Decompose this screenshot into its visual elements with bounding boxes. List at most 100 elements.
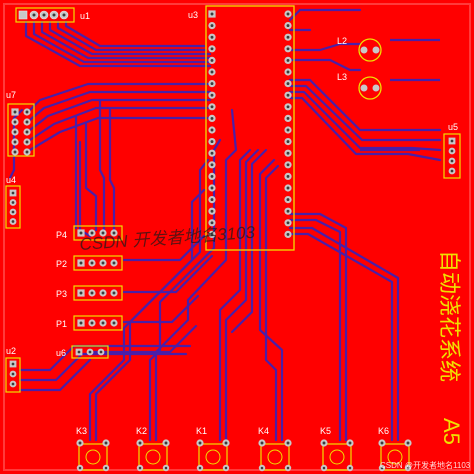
p3-pins (77, 289, 118, 297)
u4-pins (9, 189, 17, 225)
p3-pin-1-hole (79, 291, 83, 295)
u4-label: u4 (6, 175, 16, 185)
key-k3-cap (85, 449, 101, 465)
p3-pin-3-hole (101, 291, 105, 295)
p2-label: P2 (56, 259, 67, 269)
key-k2-label: K2 (136, 426, 147, 436)
key-k1-cap (205, 449, 221, 465)
trace-layer (8, 8, 442, 442)
p4-label: P4 (56, 230, 67, 240)
u6-label: u6 (56, 348, 66, 358)
u3-pin-left-2-hole (210, 24, 214, 28)
u3-pin-left-13-hole (210, 151, 214, 155)
u3-pin-left-19-hole (210, 221, 214, 225)
p1-pin-2-hole (90, 321, 94, 325)
p2-pin-2-hole (90, 261, 94, 265)
u3-pin-left-10-hole (210, 116, 214, 120)
trace-right (360, 38, 440, 152)
key-k5-label: K5 (320, 426, 331, 436)
key-k6-label: K6 (378, 426, 389, 436)
key-k1-label: K1 (196, 426, 207, 436)
led-l3-pad-b (372, 84, 380, 92)
key-k4-pad-2-hole (286, 441, 290, 445)
u3-pin-right-11-hole (286, 128, 290, 132)
u3-pin-left-7-hole (210, 82, 214, 86)
key-k4-pad-3-hole (260, 466, 264, 470)
key-k5-pad-3-hole (322, 466, 326, 470)
key-k6-cap (387, 449, 403, 465)
key-k5-cap (329, 449, 345, 465)
p2-pin-1-hole (79, 261, 83, 265)
u3-pin-right-18-hole (286, 209, 290, 213)
key-k5-pad-2-hole (348, 441, 352, 445)
u3-pin-right-15-hole (286, 174, 290, 178)
p2-outline (73, 255, 123, 271)
p4-pin-1-hole (79, 231, 83, 235)
u6-pins (75, 348, 105, 356)
u3-pins-left (208, 10, 216, 238)
watermark-footer: CSDN @开发者地名1103 (380, 460, 471, 470)
key-k4-pad-1-hole (260, 441, 264, 445)
u7-outline (7, 103, 35, 157)
u3-pin-right-4-hole (286, 47, 290, 51)
u3-pin-left-14-hole (210, 163, 214, 167)
header-p2: P2 (56, 255, 123, 271)
u1-hole-2 (32, 13, 36, 17)
u3-pin-right-5-hole (286, 58, 290, 62)
p1-pin-3-hole (101, 321, 105, 325)
u4-header: u4 (5, 175, 21, 229)
p4-pin-2-hole (90, 231, 94, 235)
p1-label: P1 (56, 319, 67, 329)
u7-pin-1-hole (13, 110, 17, 114)
key-k5-pad-4-hole (348, 466, 352, 470)
key-k1-outline (198, 443, 228, 471)
u3-pin-right-10-hole (286, 116, 290, 120)
key-k4-pad-4-hole (286, 466, 290, 470)
p4-pins (77, 229, 118, 237)
u3-pin-right-16-hole (286, 186, 290, 190)
u5-pin-3-hole (450, 159, 454, 163)
u4-pin-3-hole (11, 210, 15, 214)
u4-pin-1-hole (11, 191, 15, 195)
header-p1: P1 (56, 315, 123, 331)
key-k3-pad-4-hole (104, 466, 108, 470)
board-outline (3, 3, 471, 471)
u1-hole-3 (42, 13, 46, 17)
p1-pin-4-hole (112, 321, 116, 325)
key-k6-pad-2-hole (406, 441, 410, 445)
u3-pin-right-3-hole (286, 35, 290, 39)
p4-pin-4-hole (112, 231, 116, 235)
u3-pin-left-16-hole (210, 186, 214, 190)
u3-pin-left-18-hole (210, 209, 214, 213)
led-l2: L2 (337, 36, 382, 62)
u7-pin-6-hole (25, 130, 29, 134)
u6-pin-1-hole (77, 350, 81, 354)
key-k4-outline (260, 443, 290, 471)
u4-pin-2-hole (11, 201, 15, 204)
u2-pin-1-hole (11, 362, 15, 366)
u1-pad-1 (18, 10, 28, 20)
p2-pins (77, 259, 118, 267)
key-k3-outline (78, 443, 108, 471)
u3-pin-left-12-hole (210, 140, 214, 144)
u6-pin-2-hole (88, 350, 92, 354)
u5-pin-1-hole (450, 139, 454, 143)
key-k1-pad-4-hole (224, 466, 228, 470)
key-k2-outline (138, 443, 168, 471)
key-k1: K1 (196, 426, 230, 472)
u3-pin-left-4-hole (210, 47, 214, 51)
p4-outline (73, 225, 123, 241)
key-k2-pad-3-hole (138, 466, 142, 470)
key-k2-pad-1-hole (138, 441, 142, 445)
key-k6-pad-4-hole (406, 466, 410, 470)
u3-pin-right-12-hole (286, 140, 290, 144)
u3-pin-left-20-hole (210, 232, 214, 236)
key-k2-cap (145, 449, 161, 465)
u1-header: u1 (15, 7, 90, 23)
u7-pin-2-hole (25, 110, 29, 114)
key-k1-pad-2-hole (224, 441, 228, 445)
led-l2-label: L2 (337, 36, 347, 46)
u3-pin-right-2-hole (286, 24, 290, 28)
u4-outline (5, 185, 21, 229)
u3-pin-left-5-hole (210, 58, 214, 62)
